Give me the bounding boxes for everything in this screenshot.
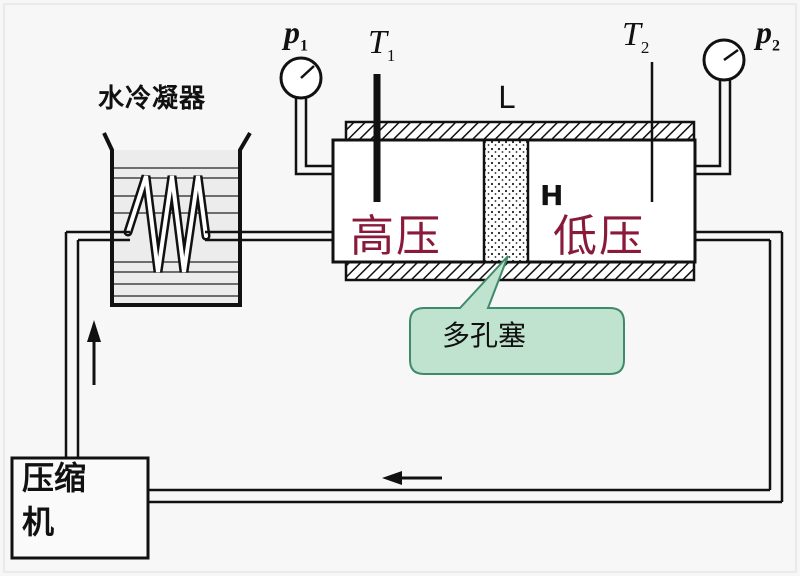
beaker-outline (102, 131, 252, 307)
t2-label: T2 (622, 16, 650, 57)
tube-bottom-wall (344, 260, 696, 282)
porous-plug (482, 138, 530, 264)
p2-label: p2 (756, 14, 780, 55)
condenser-label: 水冷凝器 (98, 84, 207, 114)
throttle-tube (331, 120, 697, 282)
pressure-gauge-p2 (695, 38, 746, 176)
compressor-label-line1: 压缩 (22, 459, 87, 497)
tube-top-wall (344, 120, 696, 142)
compressor-label-line2: 机 (22, 503, 55, 541)
t1-label: T1 (368, 24, 396, 65)
piping (64, 230, 784, 504)
pressure-gauge-p1 (279, 56, 333, 176)
length-label: L (498, 81, 515, 116)
porous-plug-callout (409, 255, 625, 375)
porous-plug-label: 多孔塞 (442, 319, 527, 352)
figure-border (3, 3, 797, 573)
compressor-box (10, 456, 150, 560)
flow-left-arrow (382, 471, 442, 485)
low-pressure-label: 低压 (553, 212, 645, 261)
p1-label: p1 (284, 14, 308, 55)
flow-up-arrow (87, 320, 101, 385)
h-marker-label: H (540, 179, 564, 212)
high-pressure-label: 高压 (350, 212, 442, 261)
water-condenser (102, 131, 252, 307)
